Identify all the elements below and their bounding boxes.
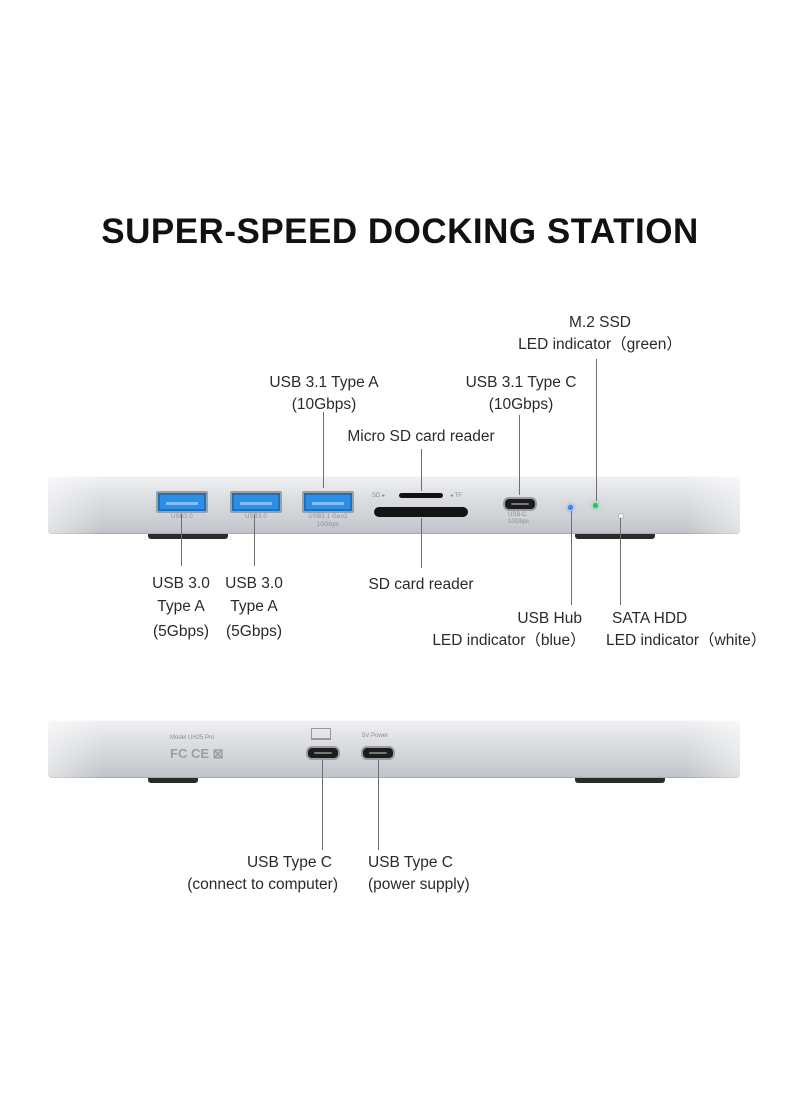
usbc-computer-port xyxy=(306,746,340,760)
dock-back-foot-left xyxy=(148,778,198,783)
leader-sata xyxy=(620,518,621,605)
leader-usb31a xyxy=(323,412,324,488)
sata-led-white xyxy=(618,513,624,519)
dock-front-panel xyxy=(48,476,740,534)
leader-power xyxy=(378,760,379,850)
label-computer: USB Type C (connect to computer) xyxy=(172,852,338,896)
label-usb31a: USB 3.1 Type A (10Gbps) xyxy=(254,372,394,416)
label-power: USB Type C (power supply) xyxy=(368,852,508,896)
label-usb30-2-line2: Type A xyxy=(230,598,278,615)
usbc-front-port xyxy=(503,497,537,511)
sd-slot-mark: SD ▸ xyxy=(372,493,386,499)
leader-m2 xyxy=(596,359,597,501)
sd-slot xyxy=(374,507,468,517)
leader-hub xyxy=(571,511,572,605)
label-usb30-1-line1: USB 3.0 xyxy=(152,575,210,592)
usb30-port-1 xyxy=(156,491,208,513)
micro-sd-slot xyxy=(399,493,443,498)
usbc-front-speed-mark: 10Gbps xyxy=(508,519,530,525)
label-m2-line2: LED indicator（green） xyxy=(518,336,682,353)
label-sd-line1: SD card reader xyxy=(368,576,474,593)
model-mark: Model UH25 Pro xyxy=(170,735,215,741)
usb30-port-2-mark: USB3.0 xyxy=(245,514,267,520)
dock-foot-left xyxy=(148,534,228,539)
usbc-power-port xyxy=(361,746,395,760)
label-usb31c: USB 3.1 Type C (10Gbps) xyxy=(451,372,591,416)
label-sata-line1: SATA HDD xyxy=(612,610,688,627)
label-usb30-1-line3: (5Gbps) xyxy=(153,623,209,640)
label-usb31a-line1: USB 3.1 Type A xyxy=(269,374,379,391)
label-m2: M.2 SSD LED indicator（green） xyxy=(500,312,700,356)
usb30-port-2 xyxy=(230,491,282,513)
label-hub: USB Hub LED indicator（blue） xyxy=(424,608,594,652)
label-computer-line1: USB Type C xyxy=(246,854,332,871)
leader-sd xyxy=(421,518,422,568)
hub-led-blue xyxy=(568,505,573,510)
label-microsd-line1: Micro SD card reader xyxy=(347,428,495,445)
label-usb30-2-line1: USB 3.0 xyxy=(225,575,283,592)
leader-microsd xyxy=(421,449,422,491)
leader-usb30-1 xyxy=(181,514,182,566)
usb31-port-speed-mark: 10Gbps xyxy=(316,522,340,528)
label-sata: SATA HDD LED indicator（white） xyxy=(606,608,776,652)
leader-computer xyxy=(322,760,323,850)
label-hub-line1: USB Hub xyxy=(517,610,582,627)
label-usb31a-line2: (10Gbps) xyxy=(291,396,357,413)
dock-foot-right xyxy=(575,534,655,539)
cert-marks: FC CE ⊠ xyxy=(170,746,224,761)
label-hub-line2: LED indicator（blue） xyxy=(432,632,586,649)
label-usb30-2: USB 3.0 Type A (5Gbps) xyxy=(221,572,287,643)
power-mark: 5V Power xyxy=(362,733,389,739)
usb31-port xyxy=(302,491,354,513)
usbc-front-mark: USB-C xyxy=(508,512,527,518)
label-power-line2: (power supply) xyxy=(368,876,470,893)
laptop-icon xyxy=(311,728,331,740)
leader-usb30-2 xyxy=(254,514,255,566)
usb31-port-mark: USB3.1 Gen2 xyxy=(308,514,348,520)
label-usb31c-line2: (10Gbps) xyxy=(488,396,554,413)
label-m2-line1: M.2 SSD xyxy=(568,314,631,331)
label-computer-line2: (connect to computer) xyxy=(187,876,338,893)
label-usb31c-line1: USB 3.1 Type C xyxy=(465,374,577,391)
label-sd: SD card reader xyxy=(356,574,486,596)
label-microsd: Micro SD card reader xyxy=(336,426,506,448)
label-usb30-1: USB 3.0 Type A (5Gbps) xyxy=(148,572,214,643)
tf-slot-mark: ◂ TF xyxy=(450,493,462,499)
label-usb30-2-line3: (5Gbps) xyxy=(226,623,282,640)
label-power-line1: USB Type C xyxy=(368,854,454,871)
label-usb30-1-line2: Type A xyxy=(157,598,205,615)
label-sata-line2: LED indicator（white） xyxy=(606,632,767,649)
page-title: SUPER-SPEED DOCKING STATION xyxy=(101,212,699,251)
leader-usb31c xyxy=(519,415,520,495)
usb30-port-1-mark: USB3.0 xyxy=(158,514,206,520)
dock-back-foot-right xyxy=(575,778,665,783)
m2-led-green xyxy=(593,503,598,508)
